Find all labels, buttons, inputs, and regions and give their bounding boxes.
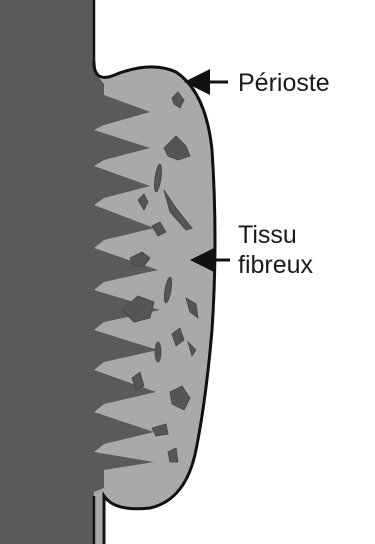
fibrous-tissue-label-line1: Tissu [238,220,313,250]
periosteum-label: Périoste [238,68,330,98]
fibrous-tissue-label-line2: fibreux [238,250,313,280]
fibre-fragment [155,342,161,362]
fibrous-tissue-label: Tissu fibreux [238,220,313,280]
